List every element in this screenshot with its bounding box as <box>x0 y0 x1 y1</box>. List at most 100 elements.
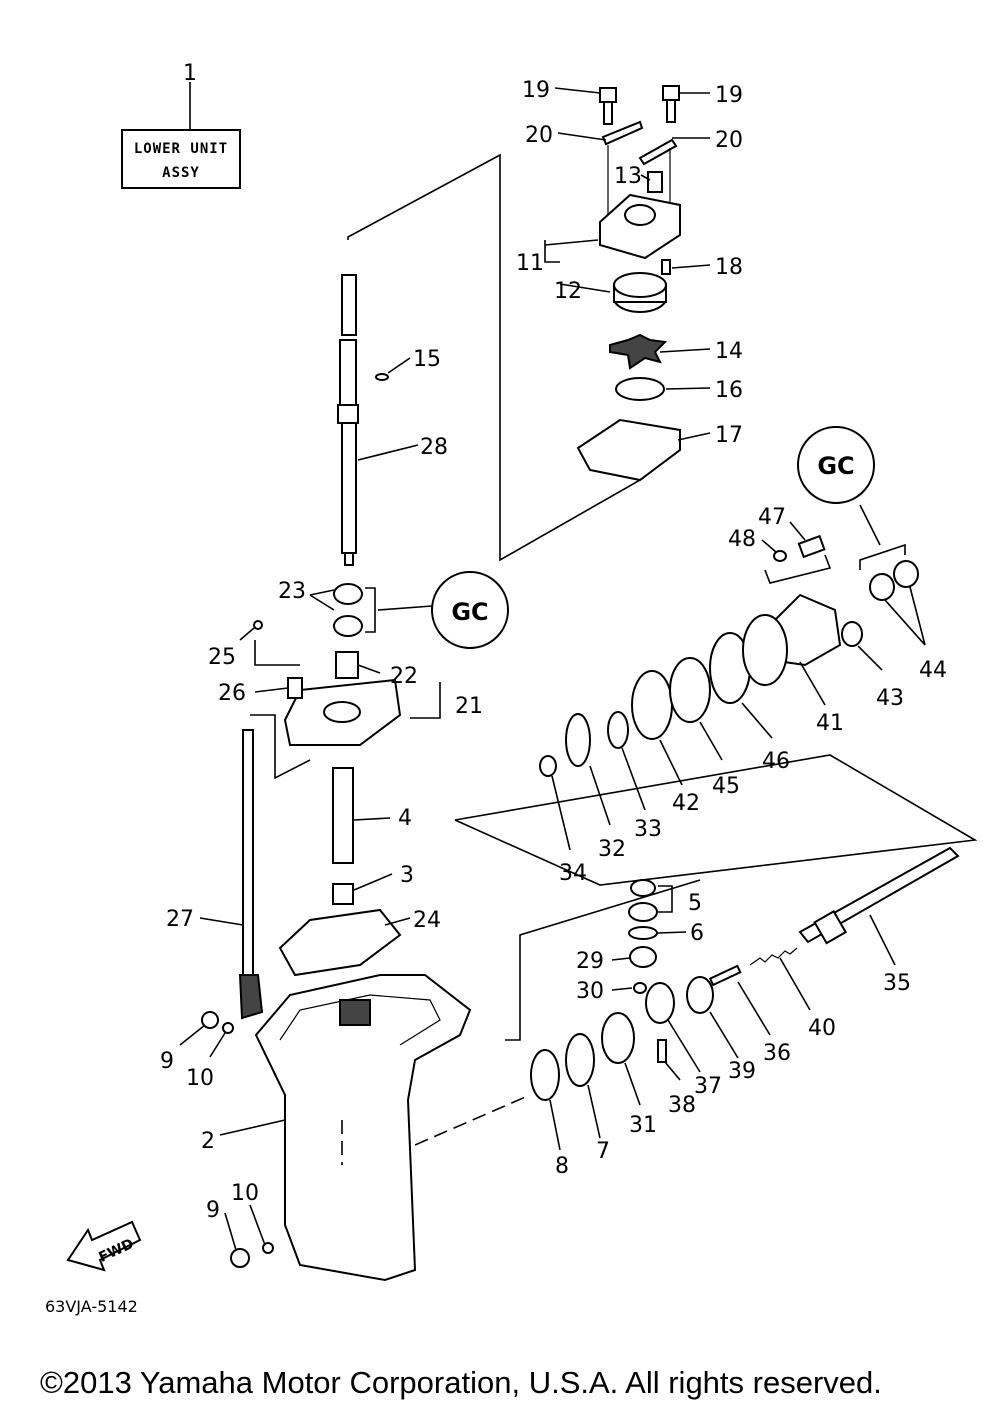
bushing-22 <box>335 651 359 679</box>
label-10-upper: 10 <box>186 1066 214 1091</box>
label-20-right: 20 <box>715 128 743 153</box>
label-1: 1 <box>183 61 197 86</box>
label-31: 31 <box>629 1113 657 1138</box>
washer-10-upper <box>222 1022 234 1034</box>
label-13: 13 <box>614 164 642 189</box>
label-8: 8 <box>555 1154 569 1179</box>
label-9-upper: 9 <box>160 1049 174 1074</box>
label-26: 26 <box>218 681 246 706</box>
label-29: 29 <box>576 949 604 974</box>
label-38: 38 <box>668 1093 696 1118</box>
label-30: 30 <box>576 979 604 1004</box>
label-32: 32 <box>598 837 626 862</box>
nut-30 <box>633 982 647 994</box>
diagram-code: 63VJA-5142 <box>45 1297 138 1316</box>
shift-rod-27 <box>238 729 264 1020</box>
label-11: 11 <box>516 251 544 276</box>
label-17: 17 <box>715 423 743 448</box>
box-label-line2: ASSY <box>162 165 200 181</box>
lubricant-icon-2 <box>797 426 875 504</box>
outer-plate-17 <box>576 418 681 482</box>
label-43: 43 <box>876 686 904 711</box>
label-48: 48 <box>728 527 756 552</box>
label-37: 37 <box>694 1074 722 1099</box>
assembly-leader-line <box>347 153 641 562</box>
label-23: 23 <box>278 579 306 604</box>
label-33: 33 <box>634 817 662 842</box>
bearing-7 <box>565 1033 595 1087</box>
label-15: 15 <box>413 347 441 372</box>
forward-gear-31 <box>601 1012 635 1064</box>
label-19-left: 19 <box>522 78 550 103</box>
washer-10-lower <box>262 1242 274 1254</box>
fwd-arrow-icon: FWD <box>66 1220 142 1272</box>
label-19-right: 19 <box>715 83 743 108</box>
impeller-14 <box>609 333 668 370</box>
label-3: 3 <box>400 863 414 888</box>
dowel-18 <box>661 259 671 275</box>
label-12: 12 <box>554 279 582 304</box>
seal-3 <box>332 883 354 905</box>
label-2: 2 <box>201 1129 215 1154</box>
label-16: 16 <box>715 378 743 403</box>
plate-20-right <box>638 138 678 166</box>
gear-case-2 <box>254 974 472 1282</box>
plug-9-lower <box>230 1248 250 1268</box>
bearing-5b <box>628 902 658 922</box>
insert-cartridge-12 <box>613 272 667 313</box>
label-10-lower: 10 <box>231 1181 259 1206</box>
pin-25 <box>253 620 263 630</box>
gasket-24 <box>278 908 402 977</box>
o-ring-45 <box>669 657 711 723</box>
label-22: 22 <box>390 664 418 689</box>
label-34: 34 <box>559 861 587 886</box>
pinion-29 <box>629 946 657 968</box>
bolt-19-left <box>599 87 617 125</box>
label-41: 41 <box>816 711 844 736</box>
bushing-43 <box>841 621 863 647</box>
label-9-lower: 9 <box>206 1198 220 1223</box>
seal-44a <box>869 573 895 601</box>
pump-housing-11 <box>599 171 681 260</box>
label-44: 44 <box>919 658 947 683</box>
bearing-23-upper <box>333 583 363 605</box>
spring-40 <box>749 947 798 966</box>
clip-34 <box>539 755 557 777</box>
box-label-line1: LOWER UNIT <box>134 141 228 157</box>
label-20-left: 20 <box>525 123 553 148</box>
label-5: 5 <box>688 891 702 916</box>
label-4: 4 <box>398 806 412 831</box>
bolt-26 <box>287 677 303 699</box>
gc-symbol-2: GC <box>817 452 854 480</box>
plate-20-left <box>601 120 644 146</box>
bearing-23-lower <box>333 615 363 637</box>
drive-shaft <box>337 274 359 566</box>
gc-symbol-1: GC <box>451 598 488 626</box>
pin-15 <box>375 373 389 381</box>
shim-5a <box>630 879 656 897</box>
shim-33 <box>607 711 629 749</box>
gasket-16 <box>615 377 665 401</box>
washer-48 <box>773 550 787 562</box>
label-40: 40 <box>808 1016 836 1041</box>
copyright-text: ©2013 Yamaha Motor Corporation, U.S.A. A… <box>40 1365 882 1400</box>
label-18: 18 <box>715 255 743 280</box>
washer-6 <box>628 926 658 940</box>
label-25: 25 <box>208 645 236 670</box>
label-45: 45 <box>712 774 740 799</box>
label-42: 42 <box>672 791 700 816</box>
bolt-47 <box>797 534 826 559</box>
plunger-36 <box>708 964 742 987</box>
label-21: 21 <box>455 694 483 719</box>
seal-44b <box>893 560 919 588</box>
shim-8 <box>530 1049 560 1101</box>
label-46: 46 <box>762 749 790 774</box>
tube-4 <box>332 767 354 864</box>
clutch-37 <box>645 982 675 1024</box>
label-35: 35 <box>883 971 911 996</box>
cap-41 <box>742 593 842 686</box>
label-39: 39 <box>728 1059 756 1084</box>
label-14: 14 <box>715 339 743 364</box>
label-47: 47 <box>758 505 786 530</box>
